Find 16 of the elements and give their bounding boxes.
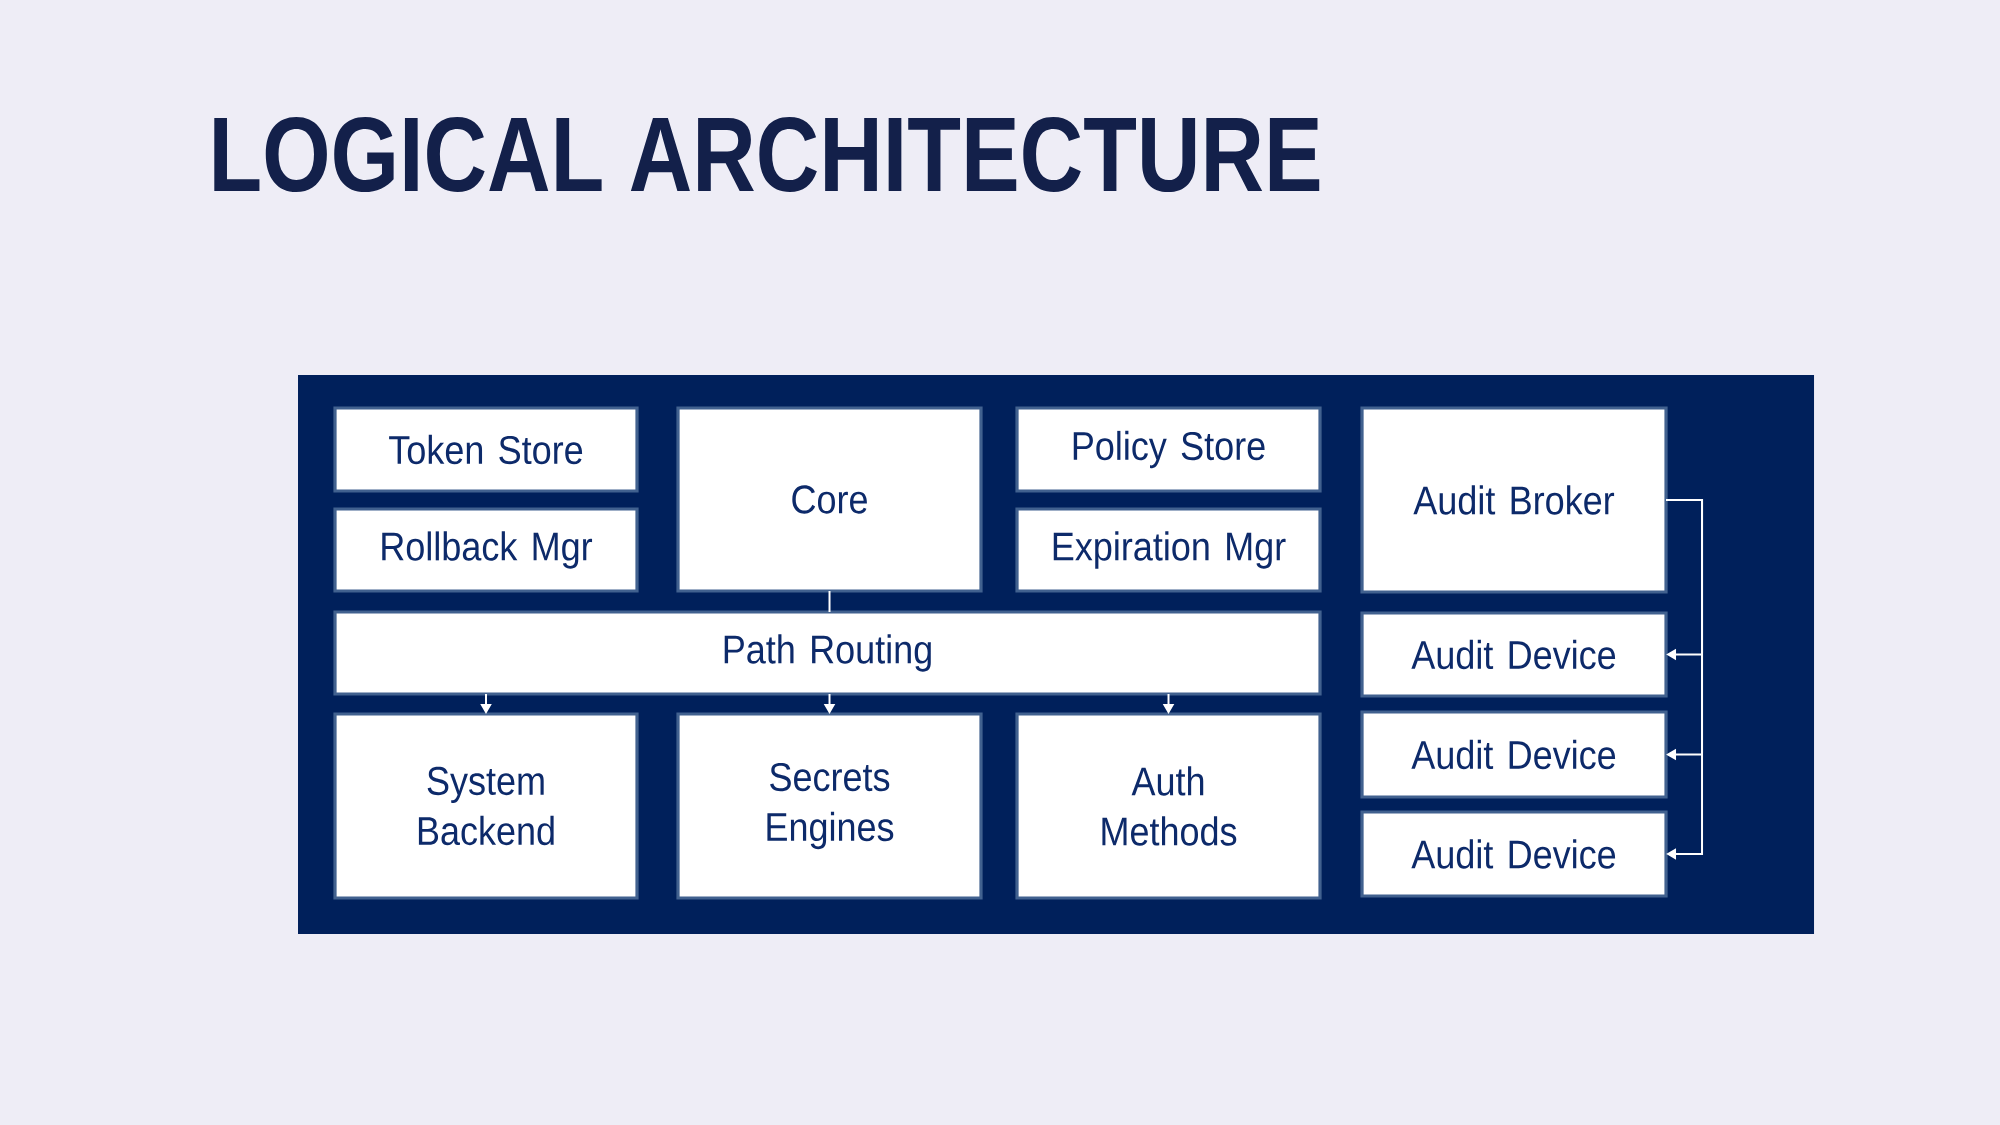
component-box: System Backend bbox=[333, 712, 639, 900]
component-box: Token Store bbox=[333, 406, 639, 493]
connector-line bbox=[828, 590, 831, 613]
component-box: Secrets Engines bbox=[676, 712, 983, 900]
component-box: Audit Device bbox=[1360, 611, 1668, 698]
component-box: Policy Store bbox=[1015, 406, 1322, 493]
component-box: Auth Methods bbox=[1015, 712, 1322, 900]
slide-title: LOGICAL ARCHITECTURE bbox=[214, 117, 1320, 193]
component-box: Audit Device bbox=[1360, 810, 1668, 898]
component-box: Path Routing bbox=[333, 610, 1322, 696]
component-box: Audit Broker bbox=[1360, 406, 1668, 594]
component-box: Audit Device bbox=[1360, 710, 1668, 799]
component-box: Core bbox=[676, 406, 983, 593]
component-box: Expiration Mgr bbox=[1015, 507, 1322, 593]
component-box: Rollback Mgr bbox=[333, 507, 639, 593]
arrow bbox=[1665, 499, 1703, 860]
